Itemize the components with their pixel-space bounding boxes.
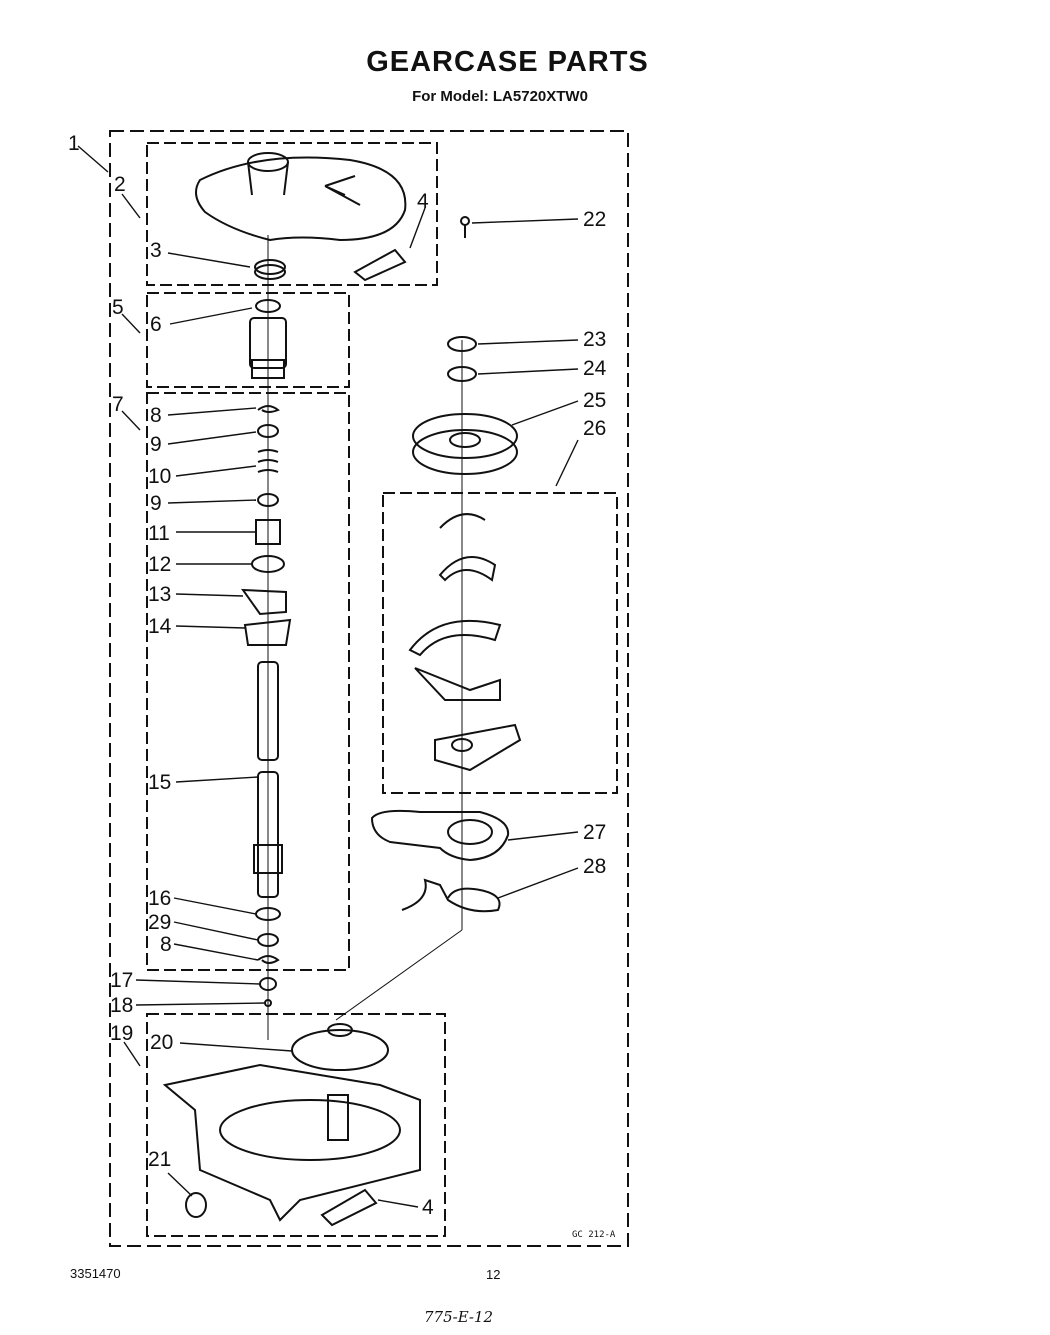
page-number: 12 xyxy=(486,1267,501,1282)
idler-gear xyxy=(291,1029,389,1071)
callout-4-bottom: 4 xyxy=(422,1196,434,1219)
callout-12: 12 xyxy=(148,553,171,576)
callout-10: 10 xyxy=(148,465,171,488)
seal xyxy=(254,259,286,275)
assembly-boundary xyxy=(109,130,629,1247)
callout-22: 22 xyxy=(583,208,606,231)
gearcase-cover xyxy=(195,156,407,242)
callout-24: 24 xyxy=(583,357,607,380)
grease-tube-top xyxy=(353,248,407,282)
callout-28: 28 xyxy=(583,855,606,878)
callout-9-top: 9 xyxy=(150,433,162,456)
callout-21: 21 xyxy=(148,1148,171,1171)
callout-1: 1 xyxy=(68,132,80,155)
callout-23: 23 xyxy=(583,328,606,351)
drive-gear xyxy=(412,413,518,459)
bearing xyxy=(185,1192,207,1218)
cover-group-box xyxy=(146,142,438,286)
callout-6: 6 xyxy=(150,313,162,336)
document-number: 3351470 xyxy=(70,1266,121,1281)
callout-26: 26 xyxy=(583,417,606,440)
base-group-box xyxy=(146,1013,446,1237)
pinion xyxy=(249,317,287,369)
shift-fork xyxy=(408,619,502,657)
callout-4-top: 4 xyxy=(417,190,429,213)
callout-17: 17 xyxy=(110,969,133,992)
spring-clip xyxy=(401,878,501,913)
callout-13: 13 xyxy=(148,583,171,606)
callout-27: 27 xyxy=(583,821,606,844)
callout-14: 14 xyxy=(148,615,172,638)
callout-2: 2 xyxy=(114,173,126,196)
callout-29: 29 xyxy=(148,911,171,934)
grease-tube-bottom xyxy=(320,1188,378,1227)
callout-18: 18 xyxy=(110,994,133,1017)
callout-8-bottom: 8 xyxy=(160,933,172,956)
callout-16: 16 xyxy=(148,887,171,910)
screw xyxy=(460,216,470,226)
callout-7: 7 xyxy=(112,393,124,416)
callout-19: 19 xyxy=(110,1022,133,1045)
callout-15: 15 xyxy=(148,771,171,794)
callout-11: 11 xyxy=(148,522,170,545)
diagram-reference: GC 212-A xyxy=(572,1230,616,1240)
callout-5: 5 xyxy=(112,296,124,319)
callout-9-bottom: 9 xyxy=(150,492,162,515)
callout-3: 3 xyxy=(150,239,162,262)
gearcase-base xyxy=(162,1063,421,1222)
shaft-group-box xyxy=(146,392,350,971)
model-subtitle: For Model: LA5720XTW0 xyxy=(412,88,588,105)
shift-group-box xyxy=(382,492,618,794)
agitate-shaft xyxy=(257,661,279,761)
pinion-group-box xyxy=(146,292,350,388)
handwritten-note: 775-E-12 xyxy=(424,1308,494,1326)
shift-lever xyxy=(370,809,510,862)
callout-20: 20 xyxy=(150,1031,173,1054)
callout-25: 25 xyxy=(583,389,606,412)
callout-8-top: 8 xyxy=(150,404,162,427)
page-title: GEARCASE PARTS xyxy=(366,46,649,78)
